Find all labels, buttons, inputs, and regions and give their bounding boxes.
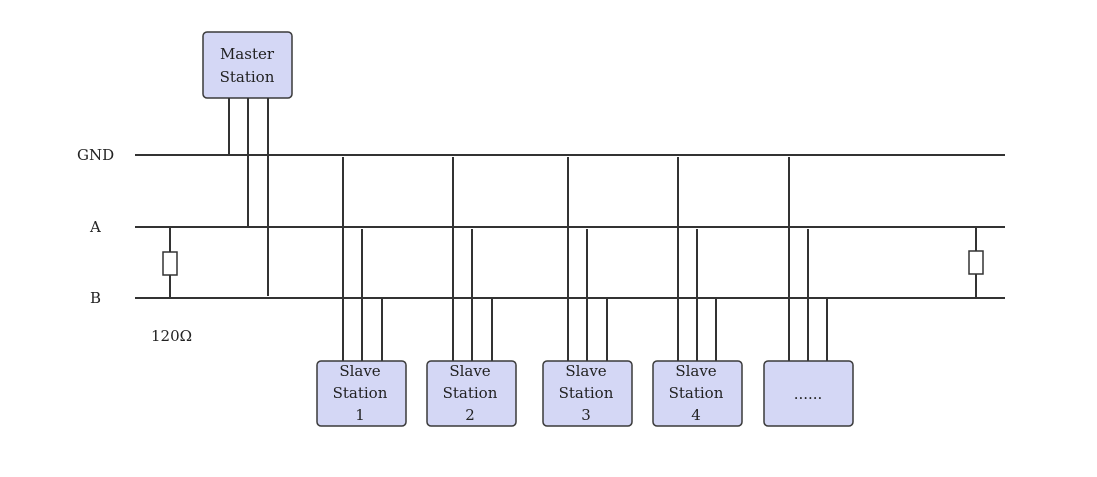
master-station-label-line1: Master <box>220 45 275 63</box>
slave-station-2-label-line2: Station <box>443 384 498 402</box>
slave-station-3-label-line2: Station <box>559 384 614 402</box>
master-station-label-line2: Station <box>220 68 275 86</box>
slave-station-1-label-line2: Station <box>333 384 388 402</box>
slave-station-3: Slave Station 3 <box>542 157 633 427</box>
slave-station-1-label-line1: Slave <box>339 362 380 380</box>
slave-station-2-box <box>426 360 517 427</box>
slave-station-more: ...... <box>763 157 854 427</box>
b-label: B <box>90 289 101 307</box>
gnd-label: GND <box>77 146 114 164</box>
slave-station-more-box <box>763 360 854 427</box>
slave-station-1-label-line3: 1 <box>355 406 365 424</box>
slave-station-3-box <box>542 360 633 427</box>
slave-station-1: Slave Station 1 <box>316 157 407 427</box>
slave-station-4-label-line2: Station <box>669 384 724 402</box>
slave-station-3-label-line3: 3 <box>581 406 591 424</box>
resistor-label: 120Ω <box>151 327 192 345</box>
slave-station-2-label-line3: 2 <box>465 406 475 424</box>
right-termination-resistor <box>968 227 984 298</box>
left-termination-resistor <box>162 227 178 298</box>
slave-station-4-label-line3: 4 <box>691 406 701 424</box>
slave-station-3-label-line1: Slave <box>565 362 606 380</box>
slave-station-4: Slave Station 4 <box>652 157 743 427</box>
a-label: A <box>89 218 101 236</box>
slave-station-1-box <box>316 360 407 427</box>
slave-station-4-label-line1: Slave <box>675 362 716 380</box>
slave-station-2-label-line1: Slave <box>449 362 490 380</box>
slave-station-4-box <box>652 360 743 427</box>
slave-station-more-label: ...... <box>794 385 823 403</box>
master-station: Master Station <box>202 31 293 296</box>
master-station-box <box>202 31 293 99</box>
slave-station-2: Slave Station 2 <box>426 157 517 427</box>
